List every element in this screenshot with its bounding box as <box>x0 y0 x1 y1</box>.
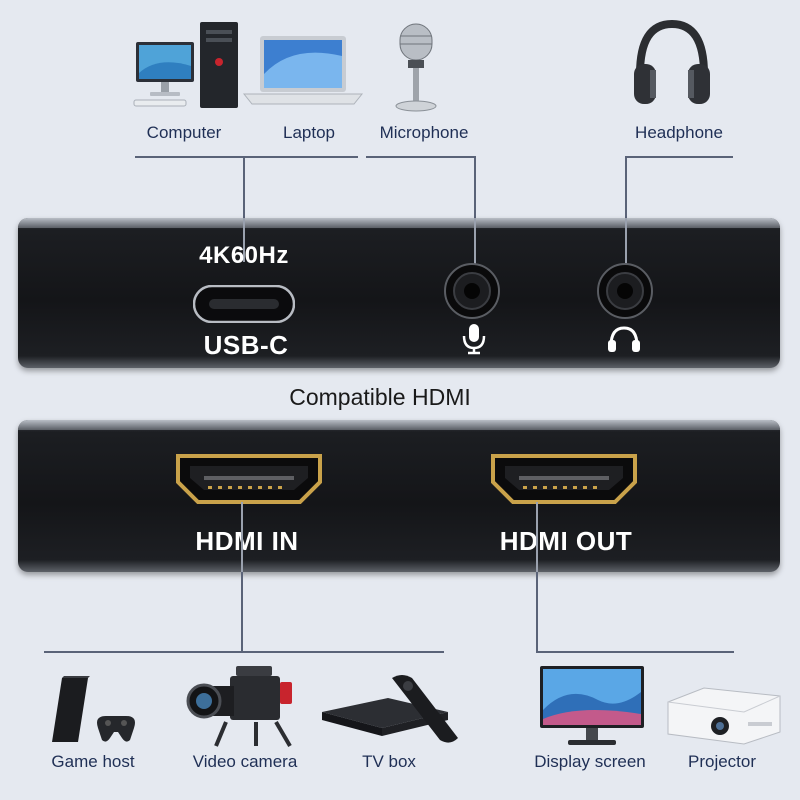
hdmi-in-port[interactable] <box>172 452 326 506</box>
connector-line <box>44 651 444 653</box>
connector-line <box>625 156 627 268</box>
device-label-tv-box: TV box <box>362 752 416 771</box>
laptop-icon <box>242 36 364 105</box>
microphone-icon <box>462 324 486 355</box>
microphone-jack[interactable] <box>443 262 501 320</box>
device-label-computer: Computer <box>146 123 222 142</box>
connector-line <box>474 156 476 268</box>
device-label-headphone: Headphone <box>635 123 723 142</box>
headphone-icon <box>608 326 640 352</box>
video-camera-icon <box>186 666 292 748</box>
usb-spec-text: 4K60Hz <box>199 242 289 269</box>
connector-line <box>243 156 245 266</box>
microphone-device-icon <box>395 23 437 112</box>
connector-line <box>366 156 476 158</box>
device-label-laptop: Laptop <box>283 123 335 142</box>
connector-line <box>135 156 358 158</box>
hdmi-in-label: HDMI IN <box>195 526 299 556</box>
connector-line <box>625 156 733 158</box>
computer-icon <box>133 22 238 108</box>
device-label-projector: Projector <box>687 752 757 771</box>
hdmi-out-port[interactable] <box>487 452 641 506</box>
projector-icon <box>667 687 781 745</box>
connector-line <box>241 572 243 652</box>
game-host-icon <box>52 676 135 742</box>
panel-bevel <box>18 420 780 430</box>
device-label-game-host: Game host <box>51 752 135 771</box>
compatible-hdmi-title: Compatible HDMI <box>289 384 471 410</box>
device-label-display-screen: Display screen <box>534 752 646 771</box>
connector-line <box>243 218 245 262</box>
headphone-jack[interactable] <box>596 262 654 320</box>
connector-line <box>536 572 538 652</box>
usb-c-port[interactable] <box>193 285 295 323</box>
headphone-device-icon <box>634 19 710 104</box>
connector-line <box>536 651 734 653</box>
device-panel-top <box>18 218 780 368</box>
device-panel-bottom <box>18 420 780 572</box>
device-label-microphone: Microphone <box>379 123 469 142</box>
connector-line <box>625 218 627 268</box>
connector-line <box>474 218 476 268</box>
panel-bevel <box>18 218 780 228</box>
usb-c-label: USB-C <box>203 330 289 360</box>
display-screen-icon <box>540 666 644 745</box>
device-label-video-camera: Video camera <box>192 752 298 771</box>
hdmi-out-label: HDMI OUT <box>499 526 633 556</box>
tv-box-icon <box>322 675 458 743</box>
